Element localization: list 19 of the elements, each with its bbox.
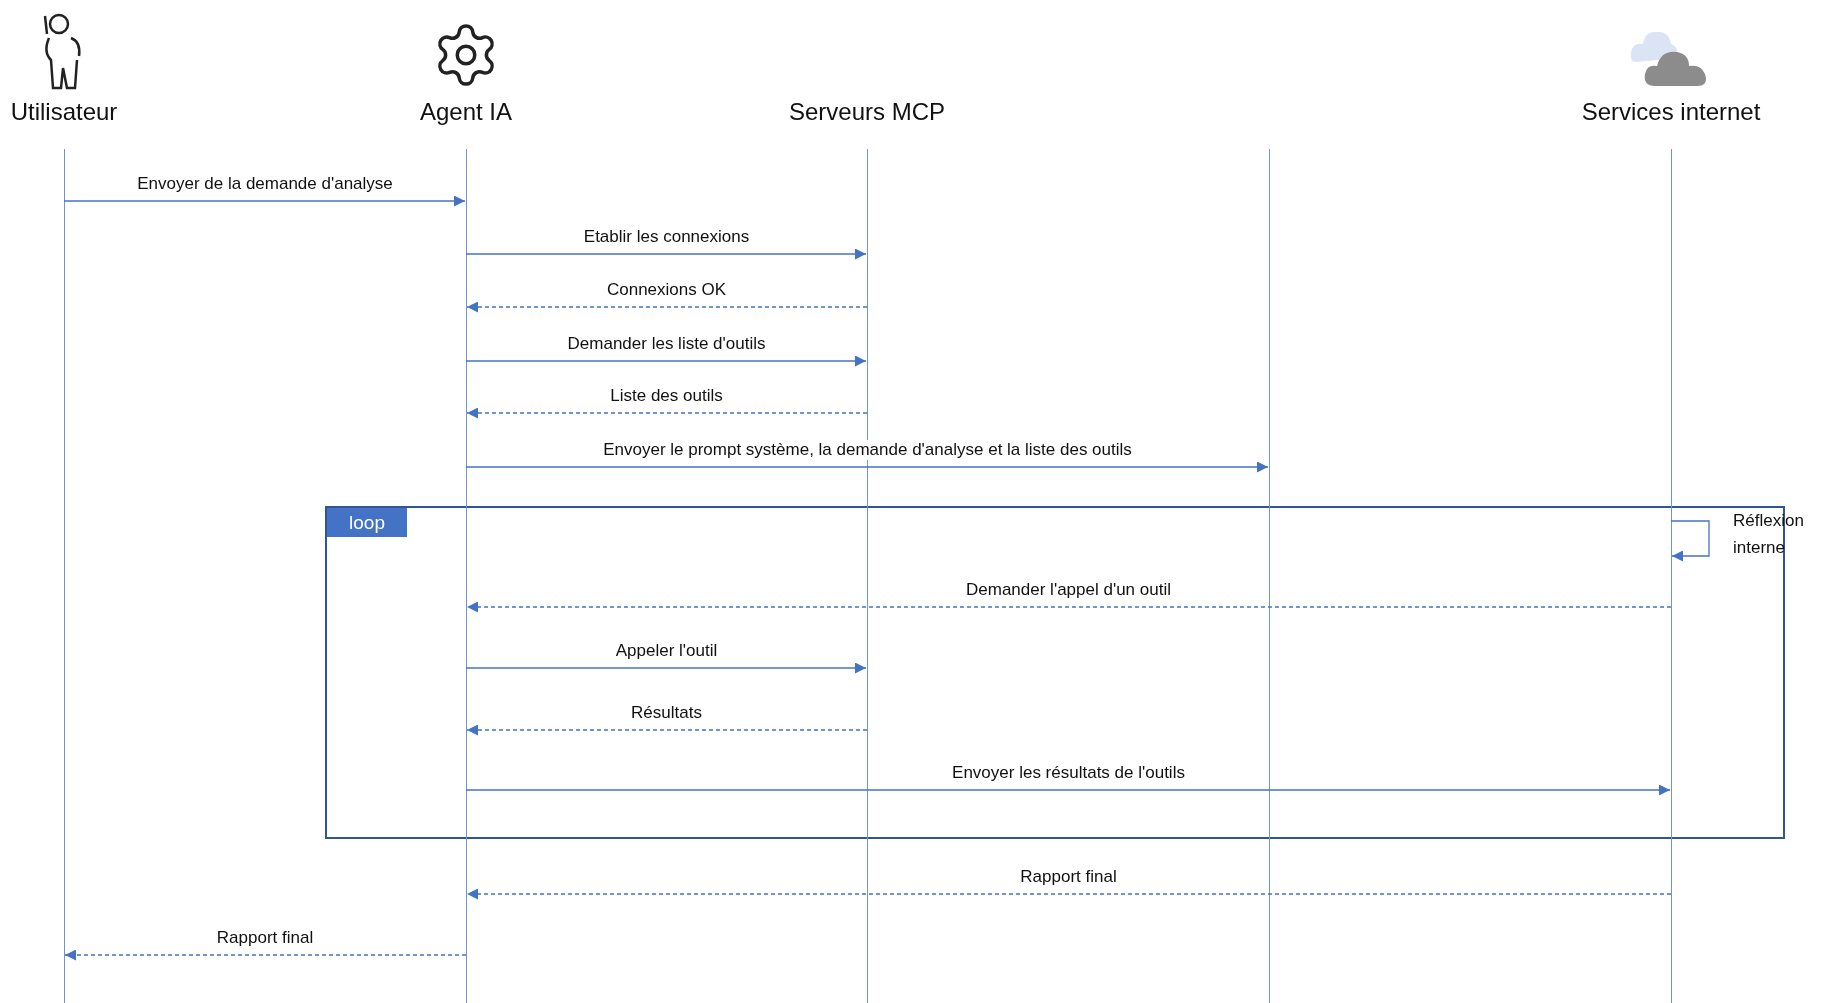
participant-name: Serveurs MCP [788, 98, 945, 126]
loop-tag: loop [327, 508, 407, 537]
message-arrow [466, 301, 868, 313]
message-arrow [466, 601, 1672, 613]
message-arrow [465, 461, 1269, 473]
message-arrow [465, 355, 867, 367]
message-arrow [64, 949, 467, 961]
participant-name: Services internet [1581, 98, 1761, 126]
message-arrow [466, 888, 1672, 900]
message-arrow [466, 724, 868, 736]
participant-name: Agent IA [419, 98, 513, 126]
message-arrow [465, 662, 867, 674]
message-arrow [63, 195, 466, 207]
participant-name: Utilisateur [10, 98, 118, 126]
message-arrow [1670, 520, 1710, 562]
message-arrow [466, 407, 868, 419]
message-arrow [465, 784, 1671, 796]
lifeline [1269, 149, 1270, 1003]
message-arrow [465, 248, 867, 260]
